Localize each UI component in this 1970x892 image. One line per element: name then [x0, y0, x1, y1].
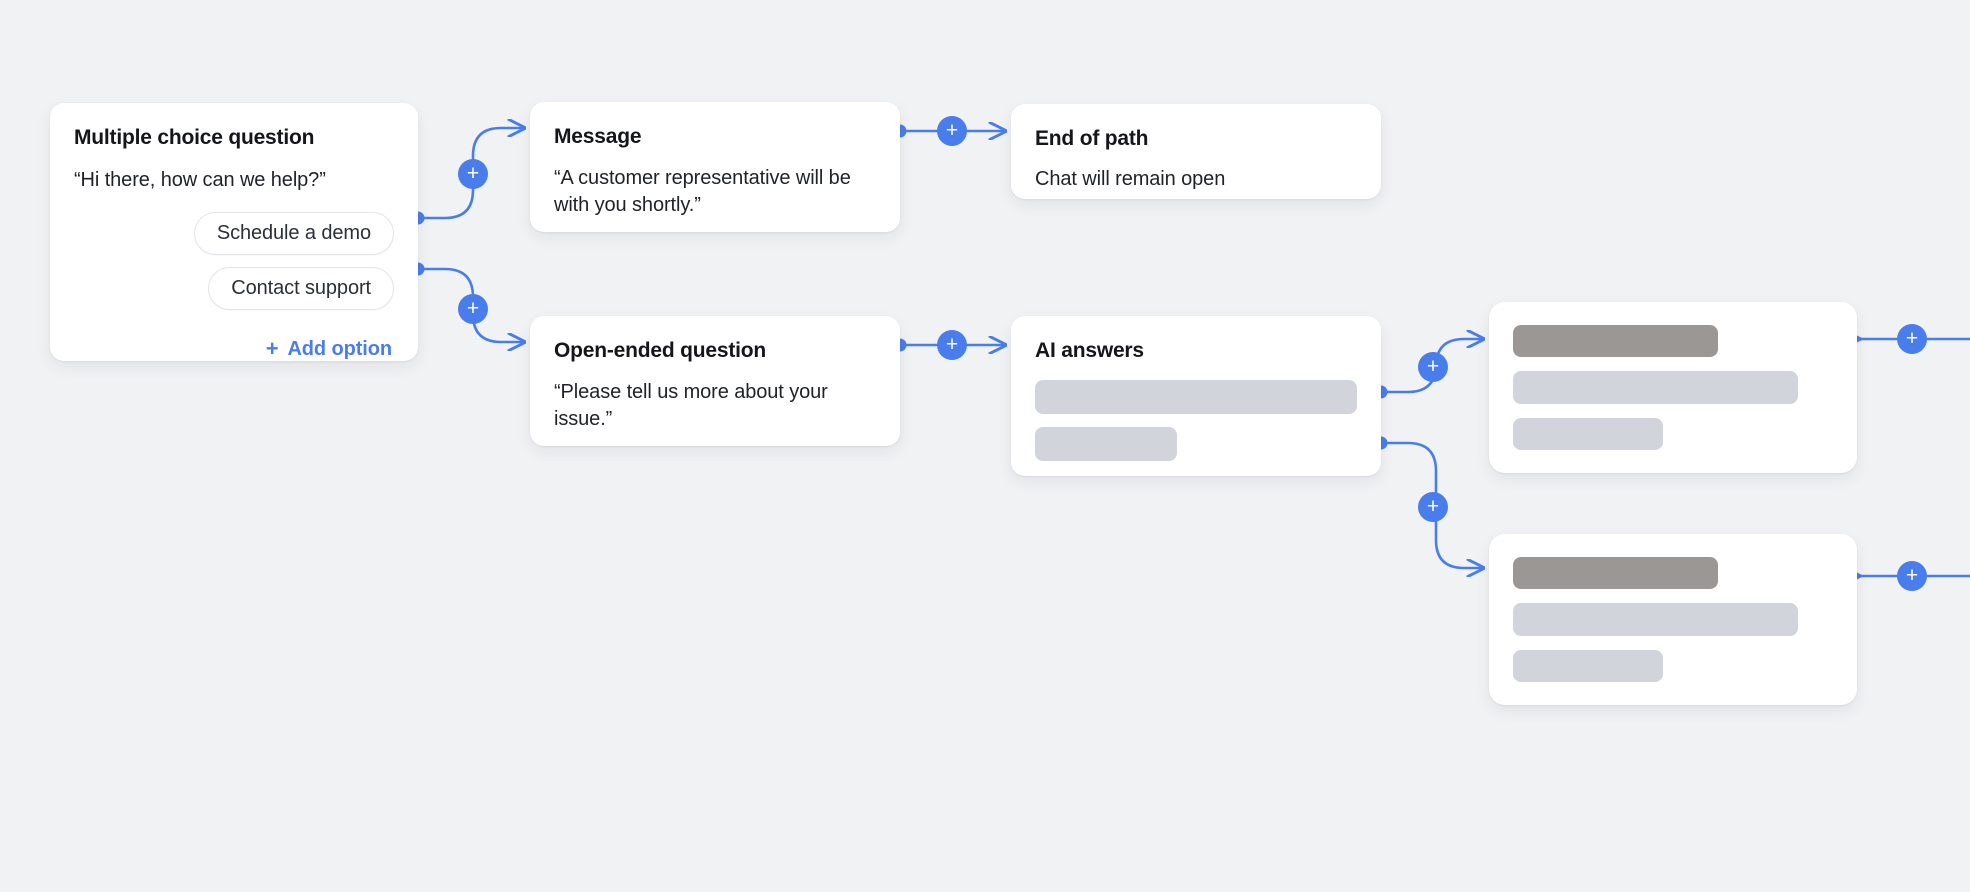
- skeleton-row: [1513, 417, 1664, 450]
- plus-icon: +: [945, 118, 959, 142]
- ai-answer-placeholder-row[interactable]: [1035, 427, 1177, 462]
- node-open-ended-question[interactable]: Open-ended question “Please tell us more…: [530, 316, 900, 446]
- node-ai-answers[interactable]: AI answers: [1011, 316, 1381, 476]
- ai-answer-placeholder-list: [1035, 380, 1357, 462]
- plus-icon: +: [1905, 563, 1919, 587]
- option-list: Schedule a demo Contact support + Add op…: [74, 211, 394, 361]
- node-title: Message: [554, 125, 642, 148]
- node-message[interactable]: Message “A customer representative will …: [530, 102, 900, 232]
- node-skeleton-card-2[interactable]: [1489, 534, 1857, 705]
- plus-icon: +: [1426, 354, 1440, 378]
- add-option-button[interactable]: + Add option: [266, 338, 394, 361]
- add-node-button-after-skeleton-1[interactable]: +: [1897, 324, 1927, 354]
- option-pill-schedule-a-demo[interactable]: Schedule a demo: [193, 211, 394, 255]
- plus-icon: +: [466, 296, 480, 320]
- node-multiple-choice-question[interactable]: Multiple choice question “Hi there, how …: [50, 103, 418, 361]
- add-node-button-after-contact-support[interactable]: +: [458, 294, 488, 324]
- skeleton-row: [1513, 649, 1664, 682]
- node-end-of-path[interactable]: End of path Chat will remain open: [1011, 104, 1381, 199]
- ai-answer-placeholder-row[interactable]: [1035, 380, 1357, 415]
- skeleton-row: [1513, 371, 1798, 404]
- node-skeleton-card-1[interactable]: [1489, 302, 1857, 473]
- add-option-label: Add option: [287, 337, 392, 360]
- add-node-button-after-open-ended[interactable]: +: [937, 330, 967, 360]
- skeleton-title-bar: [1513, 557, 1718, 590]
- skeleton-title-bar: [1513, 325, 1718, 358]
- add-node-button-after-skeleton-2[interactable]: +: [1897, 561, 1927, 591]
- option-pill-contact-support[interactable]: Contact support: [208, 266, 394, 310]
- plus-icon: +: [265, 336, 279, 362]
- plus-icon: +: [945, 332, 959, 356]
- skeleton-row: [1513, 603, 1798, 636]
- node-body: “Hi there, how can we help?”: [74, 169, 326, 192]
- node-body: Chat will remain open: [1035, 168, 1226, 191]
- plus-icon: +: [466, 161, 480, 185]
- add-node-button-after-message[interactable]: +: [937, 116, 967, 146]
- node-body: “A customer representative will be with …: [554, 167, 851, 216]
- node-title: Open-ended question: [554, 339, 767, 362]
- plus-icon: +: [1905, 326, 1919, 350]
- node-title: AI answers: [1035, 339, 1144, 362]
- add-node-button-after-ai-answer-2[interactable]: +: [1418, 492, 1448, 522]
- plus-icon: +: [1426, 494, 1440, 518]
- add-node-button-after-ai-answer-1[interactable]: +: [1418, 352, 1448, 382]
- node-title: End of path: [1035, 127, 1149, 150]
- add-node-button-after-schedule-demo[interactable]: +: [458, 159, 488, 189]
- node-title: Multiple choice question: [74, 126, 315, 149]
- node-body: “Please tell us more about your issue.”: [554, 381, 828, 430]
